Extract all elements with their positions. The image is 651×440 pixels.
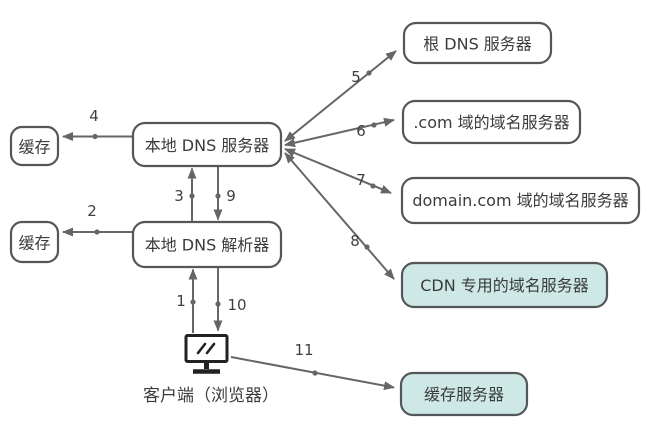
edge-7-label: 7	[356, 171, 366, 189]
node-local-dns-resolver: 本地 DNS 解析器	[131, 220, 283, 269]
edge-8-line	[284, 152, 395, 280]
node-cache-server-label: 缓存服务器	[424, 385, 504, 404]
node-cache-bottom-label: 缓存	[18, 234, 50, 253]
edge-5-label: 5	[351, 68, 361, 86]
node-com-tld-server-label: .com 域的域名服务器	[413, 113, 569, 132]
node-cache-bottom: 缓存	[9, 220, 60, 264]
edge-1-dot	[190, 299, 196, 305]
edge-4-label: 4	[89, 107, 99, 125]
edge-9-label: 9	[226, 187, 236, 205]
edge-5-line	[284, 50, 397, 142]
monitor-screen	[184, 334, 229, 363]
node-domain-com-server-label: domain.com 域的域名服务器	[412, 191, 628, 210]
node-cache-server-box	[399, 371, 529, 417]
node-local-dns-resolver-box	[131, 220, 283, 269]
node-cdn-dns-server-label: CDN 专用的域名服务器	[420, 276, 589, 295]
node-domain-com-server-box	[400, 176, 641, 225]
edge-8-dot	[364, 244, 370, 250]
edge-5-dot	[366, 70, 372, 76]
edge-2-label: 2	[87, 202, 97, 220]
edge-11-dot	[312, 370, 318, 376]
edge-6-dot	[371, 122, 377, 128]
node-com-tld-server-box	[401, 99, 582, 145]
node-cache-server: 缓存服务器	[399, 371, 529, 417]
monitor-slash-1	[196, 342, 207, 355]
edge-8-label: 8	[350, 232, 360, 250]
node-cache-top-box	[9, 125, 60, 167]
node-local-dns-server-label: 本地 DNS 服务器	[145, 136, 270, 155]
node-cache-top-label: 缓存	[18, 138, 50, 157]
node-local-dns-server-box	[131, 121, 283, 168]
edge-6-label: 6	[356, 122, 366, 140]
edge-3-dot	[189, 193, 195, 199]
node-root-dns-server-label: 根 DNS 服务器	[423, 35, 532, 54]
edge-6-line	[284, 117, 395, 148]
node-cdn-dns-server-box	[400, 261, 609, 309]
node-local-dns-resolver-label: 本地 DNS 解析器	[145, 236, 270, 255]
edges: 4 2 3 9 1 10 11 5 6	[62, 50, 397, 391]
monitor-icon	[184, 334, 229, 374]
edge-3-label: 3	[174, 187, 184, 205]
edge-10-label: 10	[227, 296, 246, 314]
node-cdn-dns-server: CDN 专用的域名服务器	[400, 261, 609, 309]
node-local-dns-server: 本地 DNS 服务器	[131, 121, 283, 168]
nodes: 缓存 本地 DNS 服务器 缓存 本地 DNS 解析器 根 DNS 服务器 .c…	[9, 21, 641, 417]
edge-4-dot	[92, 133, 98, 140]
node-domain-com-server: domain.com 域的域名服务器	[400, 176, 641, 225]
edge-1-label: 1	[176, 292, 186, 310]
node-root-dns-server: 根 DNS 服务器	[402, 21, 553, 65]
edge-7-dot	[370, 183, 376, 189]
node-root-dns-server-box	[402, 21, 553, 65]
client-node: 客户端（浏览器）	[143, 334, 279, 406]
monitor-slash-2	[205, 342, 216, 355]
edge-2-dot	[94, 229, 100, 235]
edge-11-label: 11	[294, 341, 313, 359]
node-com-tld-server: .com 域的域名服务器	[401, 99, 582, 145]
node-cache-top: 缓存	[9, 125, 60, 167]
node-cache-bottom-box	[9, 220, 60, 264]
edge-11-line	[230, 356, 395, 391]
edge-9-dot	[215, 193, 221, 199]
client-label: 客户端（浏览器）	[143, 386, 279, 406]
edge-10-dot	[215, 301, 221, 307]
